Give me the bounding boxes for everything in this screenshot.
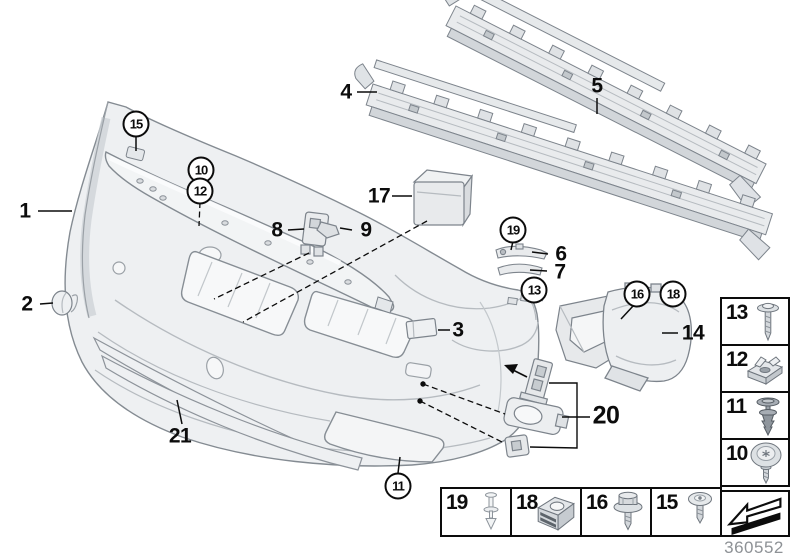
legend-label: 18 — [516, 491, 538, 514]
legend-label: 16 — [586, 491, 608, 514]
callout-8[interactable]: 8 — [271, 218, 283, 242]
callout-9[interactable]: 9 — [360, 218, 372, 242]
plastic-rivet-icon — [483, 492, 499, 531]
drawing-number: 360552 — [724, 538, 784, 557]
legend-label: 11 — [726, 395, 747, 418]
callout-17[interactable]: 17 — [367, 184, 391, 208]
legend-label: 13 — [726, 301, 748, 324]
fog-lamp-opening — [323, 411, 445, 463]
callout-6[interactable]: 6 — [555, 242, 567, 266]
part-slotted-bracket — [519, 358, 553, 406]
part-fog-bezel — [503, 397, 570, 436]
callout-circled-12[interactable]: 12 — [186, 177, 214, 205]
part-rail-6 — [495, 243, 548, 260]
part-bracket-8 — [300, 211, 330, 257]
legend-cell-11[interactable]: 11 — [720, 391, 790, 440]
part-cover-box — [412, 169, 474, 228]
speed-clip-icon — [537, 496, 575, 531]
callout-circled-19[interactable]: 19 — [499, 216, 527, 244]
legend-bottom: 19 18 16 — [440, 487, 722, 537]
part-washer-cover — [405, 317, 438, 340]
part-lower-trim-strips — [92, 336, 363, 471]
legend-label: 12 — [726, 348, 748, 371]
legend-cell-15[interactable]: 15 — [650, 487, 722, 537]
callout-14[interactable]: 14 — [681, 321, 705, 345]
callout-circled-15[interactable]: 15 — [122, 110, 150, 138]
callout-circled-13[interactable]: 13 — [520, 276, 548, 304]
callout-5[interactable]: 5 — [591, 74, 603, 98]
legend-cell-10[interactable]: 10 — [720, 438, 790, 487]
part-rail-7 — [497, 263, 543, 276]
callout-21[interactable]: 21 — [168, 424, 192, 448]
front-direction-arrow-icon — [726, 497, 782, 535]
torx-pan-screw-icon — [688, 492, 712, 525]
callout-3[interactable]: 3 — [452, 318, 464, 342]
part-sensor-clip — [504, 434, 530, 458]
legend-cell-16[interactable]: 16 — [580, 487, 652, 537]
part-clip-9 — [316, 221, 340, 239]
legend-label: 10 — [726, 442, 748, 465]
callout-circled-11[interactable]: 11 — [384, 472, 412, 500]
callout-20[interactable]: 20 — [592, 401, 620, 430]
callout-7[interactable]: 7 — [554, 260, 566, 284]
assembly-dashed-lines — [198, 201, 506, 443]
legend-cell-19[interactable]: 19 — [440, 487, 512, 537]
part-corner-panel-14 — [602, 282, 693, 392]
legend-sidebar: 13 12 11 — [720, 297, 790, 487]
hex-flange-screw-icon — [613, 491, 643, 531]
part-impact-absorber-upper — [440, 0, 767, 209]
locator-dots — [417, 381, 426, 404]
callout-circled-18[interactable]: 18 — [659, 280, 687, 308]
legend-cell-12[interactable]: 12 — [720, 344, 790, 393]
leader-lines — [38, 91, 678, 474]
callout-2[interactable]: 2 — [21, 292, 33, 316]
expansion-rivet-icon — [756, 397, 780, 436]
cage-nut-icon — [746, 355, 784, 385]
legend-cell-13[interactable]: 13 — [720, 297, 790, 346]
direction-arrow-box — [720, 490, 790, 537]
legend-label: 15 — [656, 491, 678, 514]
callout-1[interactable]: 1 — [19, 199, 31, 223]
callout-circled-10[interactable]: 10 — [187, 156, 215, 184]
legend-cell-18[interactable]: 18 — [510, 487, 582, 537]
flange-screw-icon — [757, 302, 779, 341]
mount-arrow — [504, 364, 528, 378]
part-tow-eye-cover — [51, 290, 79, 316]
washer-screw-icon — [750, 442, 782, 484]
callout-circled-16[interactable]: 16 — [623, 280, 651, 308]
legend-label: 19 — [446, 491, 468, 514]
callout-4[interactable]: 4 — [340, 80, 352, 104]
part-impact-absorber-lower — [354, 59, 774, 261]
